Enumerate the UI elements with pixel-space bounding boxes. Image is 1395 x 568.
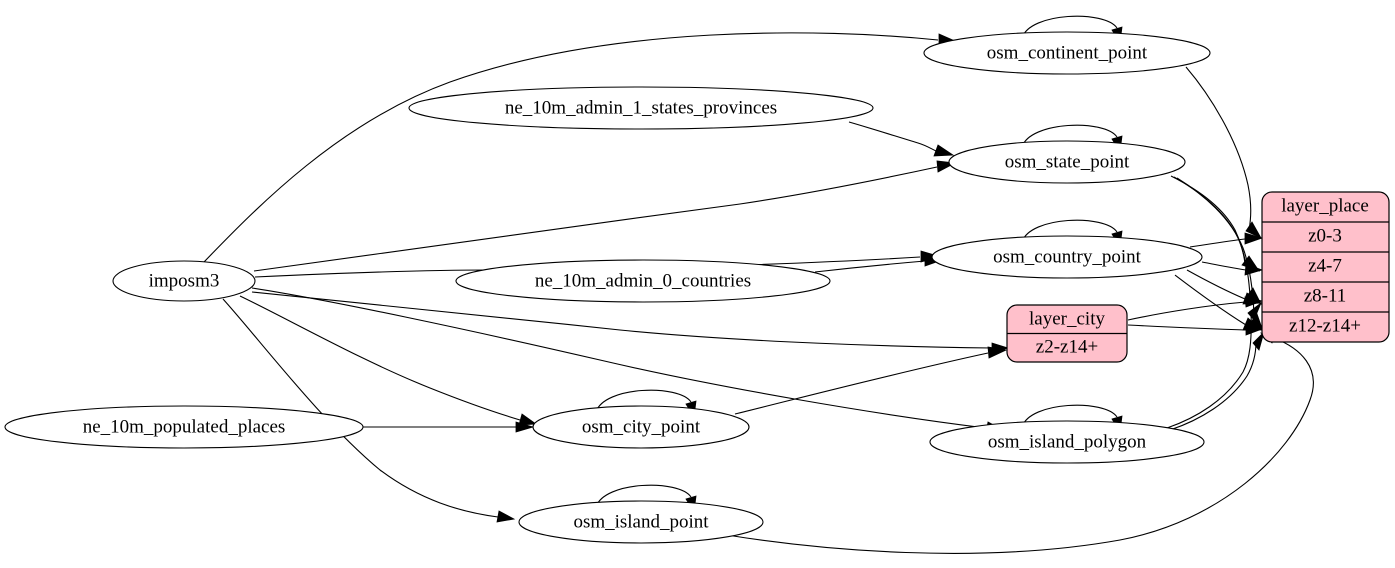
node-osm-island-polygon[interactable]: osm_island_polygon [929,420,1205,464]
node-label-osm-state-point: osm_state_point [1005,151,1130,172]
selfloop-osm-country-point [1021,219,1118,243]
node-osm-continent-point[interactable]: osm_continent_point [923,31,1211,75]
edge-osm-city-to-layer-city [734,352,989,415]
node-label-osm-country-point: osm_country_point [993,246,1141,267]
node-shape-osm-island-polygon[interactable] [929,420,1205,464]
node-shape-ne-populated-places[interactable] [4,405,364,449]
node-osm-state-point[interactable]: osm_state_point [948,140,1186,184]
node-label-ne-populated-places: ne_10m_populated_places [83,416,286,437]
node-label-osm-island-polygon: osm_island_polygon [988,431,1147,452]
node-ne-10m-admin-1-states-provinces[interactable]: ne_10m_admin_1_states_provinces [408,86,874,130]
edge-imposm3-to-osm-island-point [222,298,499,518]
record-header-layer-city: layer_city [1029,308,1105,329]
node-shape-imposm3[interactable] [112,260,256,302]
record-row-layer-place-z12-z14[interactable]: z12-z14+ [1289,315,1361,336]
record-row-layer-place-z4-7[interactable]: z4-7 [1308,255,1342,276]
arrowhead-continent-z03 [1245,221,1262,239]
arrowhead-islandpoly-z811 [1247,301,1262,321]
arrowhead-layercity-z811 [1244,296,1264,308]
node-shape-ne-states-provinces[interactable] [408,86,874,130]
edge-osm-country-to-layer-place-z47 [1201,261,1247,271]
edge-layer-city-to-layer-place-z811 [1127,301,1247,321]
edge-imposm3-to-osm-continent-point [203,32,939,263]
record-body-layer-place[interactable] [1261,191,1390,343]
edge-osm-state-to-layer-place-z811 [1173,176,1251,297]
selfloop-osm-continent-point [1021,15,1118,39]
edge-osm-country-to-layer-place-z03 [1189,238,1246,248]
node-ne-10m-populated-places[interactable]: ne_10m_populated_places [4,405,364,449]
arrowhead-city-layercity [987,346,1008,359]
node-osm-country-point[interactable]: osm_country_point [931,235,1203,279]
edge-imposm3-to-osm-state-point [253,166,938,272]
record-row-layer-city-z2-z14[interactable]: z2-z14+ [1036,336,1098,357]
node-ne-10m-admin-0-countries[interactable]: ne_10m_admin_0_countries [455,259,831,303]
arrowhead-ne-states-state [933,144,955,157]
arrowhead-imposm3-island-point [496,510,516,523]
node-layer: imposm3 ne_10m_populated_places ne_10m_a… [4,31,1390,544]
edge-imposm3-to-layer-city [251,291,993,349]
node-imposm3[interactable]: imposm3 [112,260,256,302]
edge-layer-city-to-layer-place-z12 [1127,324,1247,331]
edge-imposm3-to-osm-island-polygon [251,287,987,429]
node-label-osm-continent-point: osm_continent_point [987,42,1148,63]
selfloop-osm-island-point [595,484,692,508]
selfloop-osm-state-point [1021,124,1118,148]
arrowhead-layercity-z12 [1245,323,1264,336]
edge-osm-island-point-to-layer-place-z12 [726,337,1314,554]
node-shape-osm-city-point[interactable] [532,405,750,449]
edge-ne-countries-to-osm-country-point [814,260,926,273]
arrowhead-islandpoly-z12 [1252,330,1265,351]
node-shape-ne-admin-0-countries[interactable] [455,259,831,303]
edge-osm-continent-to-layer-place-z03 [1185,66,1252,232]
edge-osm-country-to-layer-place-z12 [1174,274,1247,326]
arrowhead-imposm3-city [518,413,538,426]
selfloop-osm-island-polygon [1021,404,1118,428]
edge-ne-states-to-osm-state-point [848,121,937,152]
node-shape-osm-island-point[interactable] [518,500,764,544]
node-osm-city-point[interactable]: osm_city_point [532,405,750,449]
node-label-ne-admin-0-countries: ne_10m_admin_0_countries [535,270,751,291]
node-label-osm-city-point: osm_city_point [582,416,701,437]
node-shape-osm-country-point[interactable] [931,235,1203,279]
node-label-imposm3: imposm3 [149,270,220,291]
selfloop-osm-city-point [595,389,692,413]
arrowhead-country-z03 [1244,232,1264,245]
node-shape-osm-state-point[interactable] [948,140,1186,184]
node-osm-island-point[interactable]: osm_island_point [518,500,764,544]
edge-osm-island-polygon-to-layer-place-z12 [1169,341,1257,431]
edge-imposm3-to-osm-city-point [239,295,521,421]
arrowhead-country-z47 [1244,263,1264,276]
node-shape-osm-continent-point[interactable] [923,31,1211,75]
edge-osm-country-to-layer-place-z811 [1186,269,1246,300]
record-row-layer-place-z0-3[interactable]: z0-3 [1308,225,1342,246]
record-node-layer-place[interactable]: layer_place z0-3 z4-7 z8-11 z12-z14+ [1261,191,1390,343]
node-label-osm-island-point: osm_island_point [573,511,709,532]
record-row-layer-place-z8-11[interactable]: z8-11 [1304,285,1347,306]
record-header-layer-place: layer_place [1281,195,1369,216]
edge-osm-island-polygon-to-layer-place-z811 [1166,311,1252,429]
node-label-ne-states-provinces: ne_10m_admin_1_states_provinces [505,97,777,118]
arrowhead-ne-pop-city [515,421,535,433]
record-node-layer-city[interactable]: layer_city z2-z14+ [1006,304,1128,363]
edge-layer [203,15,1314,554]
